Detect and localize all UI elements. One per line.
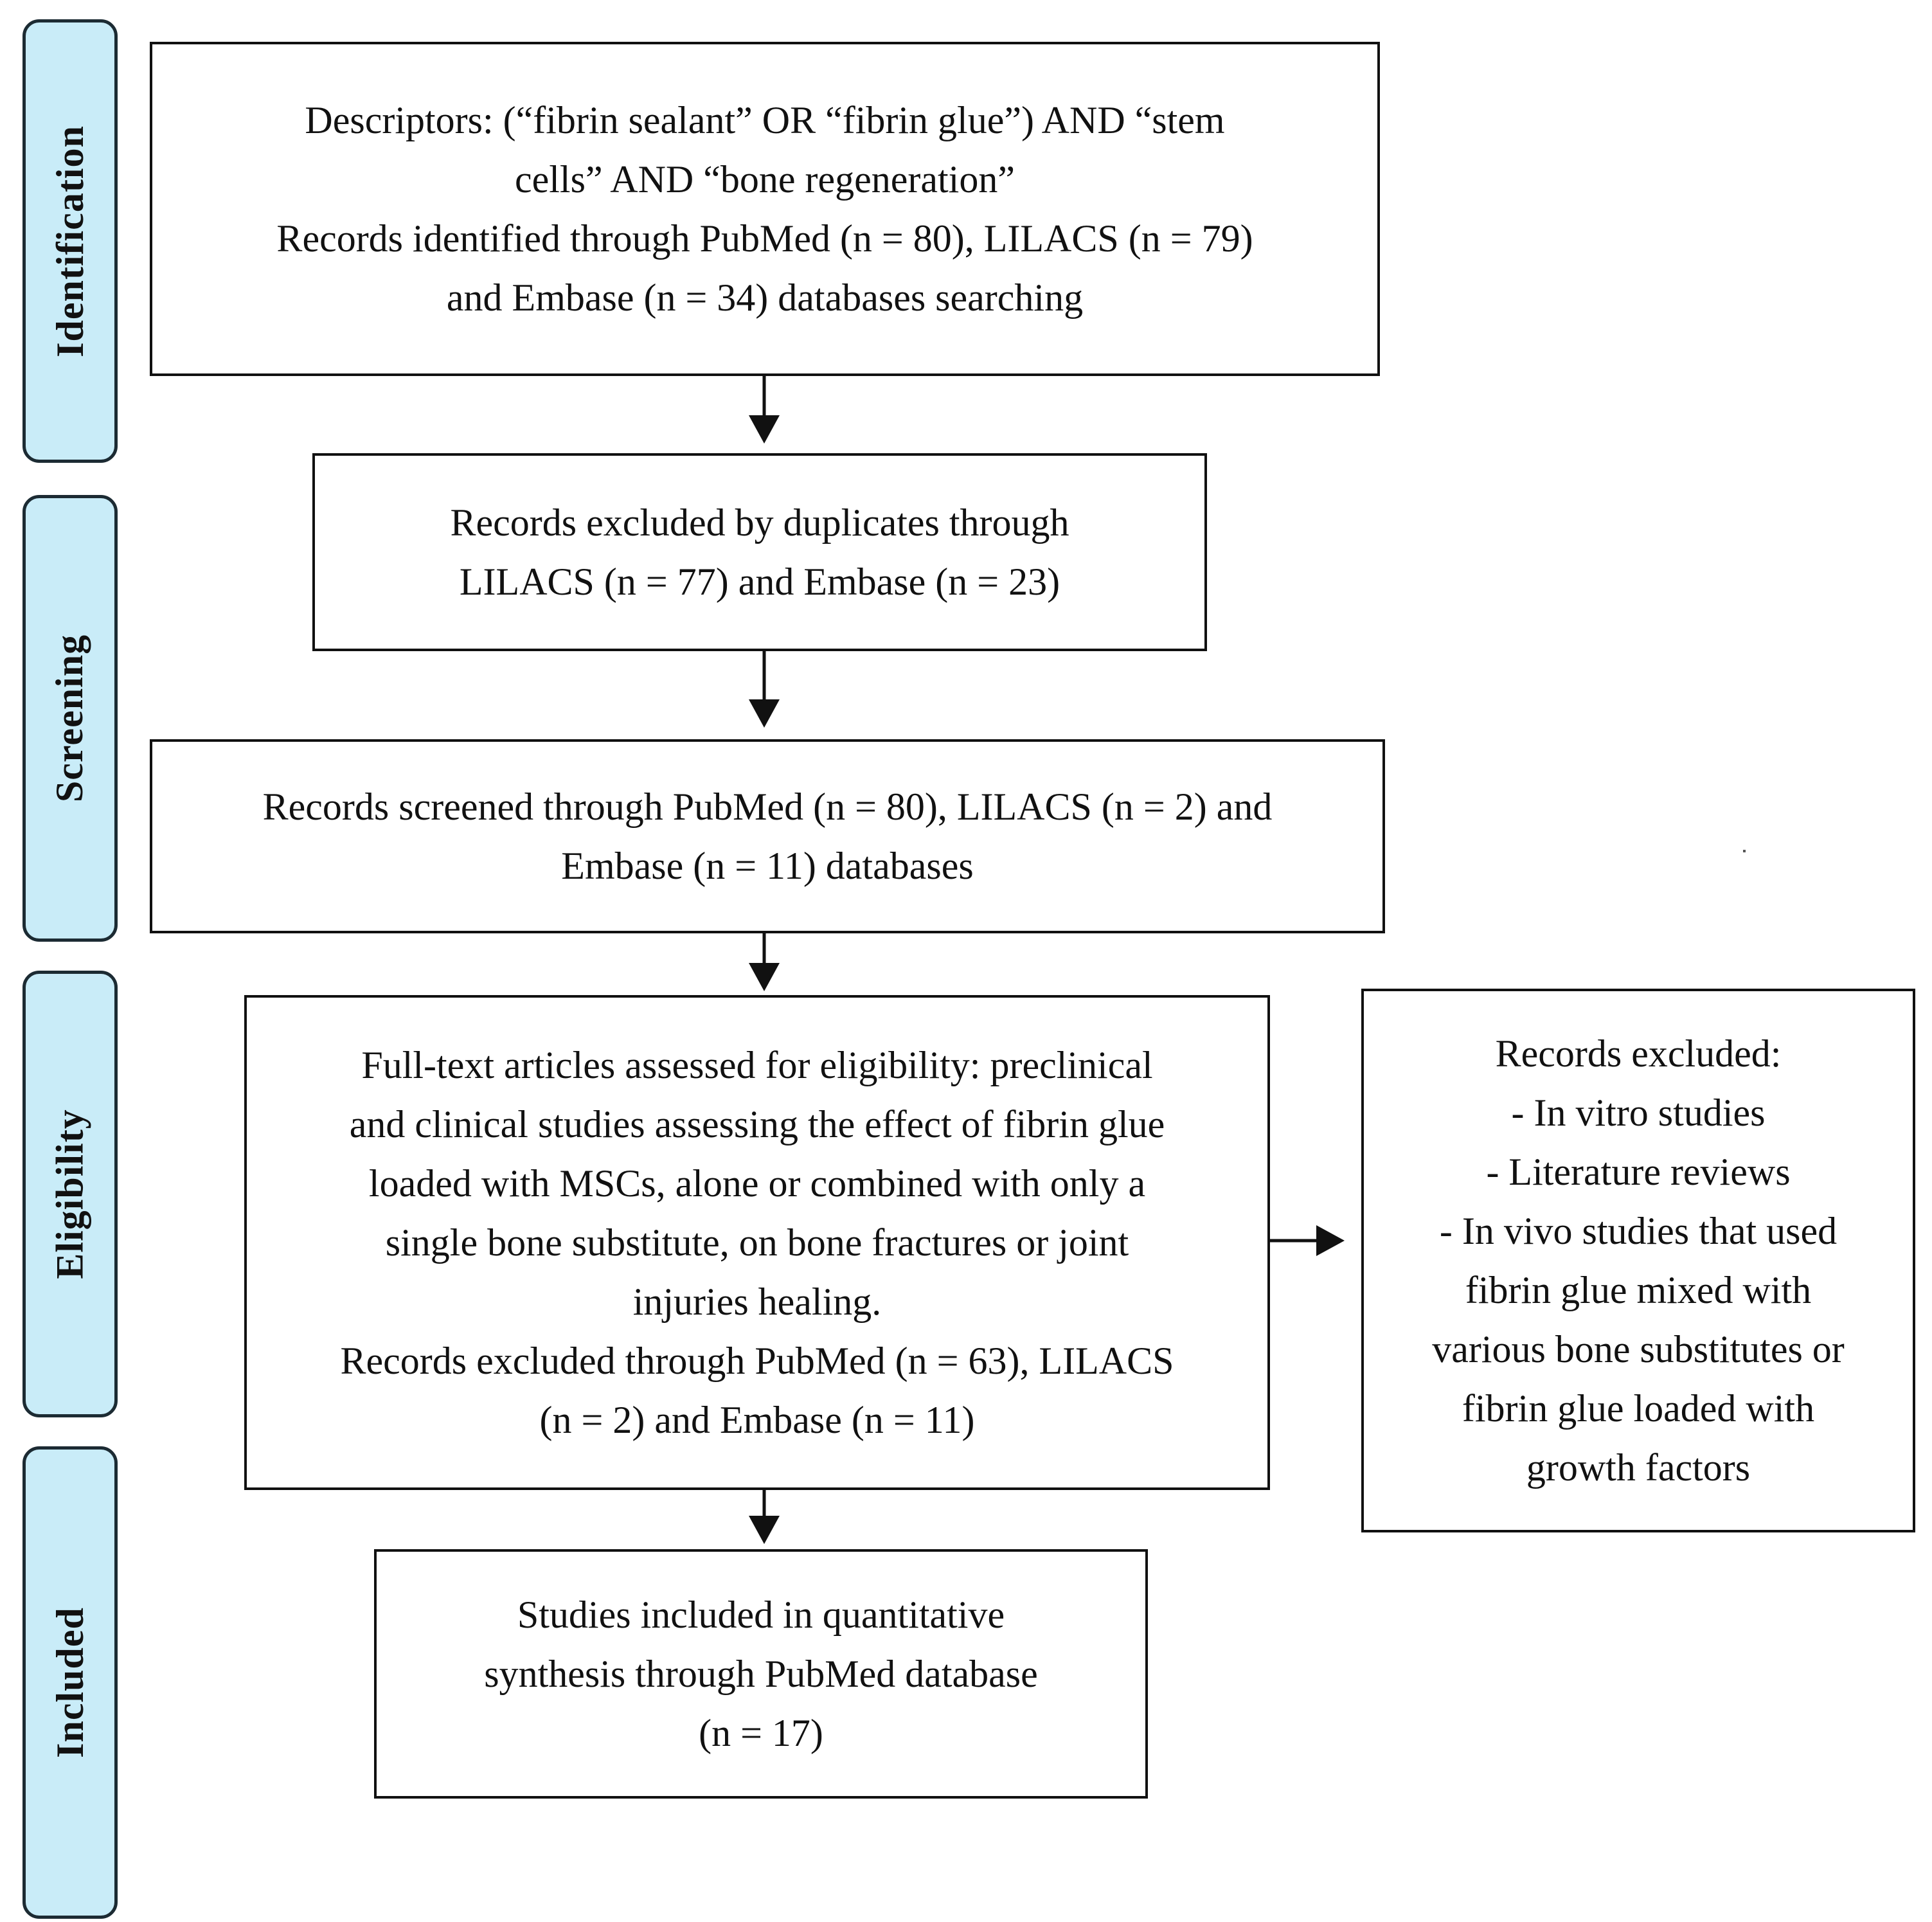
eligibility-line: Full-text articles assessed for eligibil…: [361, 1044, 1153, 1086]
eligibility-line: injuries healing.: [632, 1280, 882, 1323]
arrow-screened-to-eligibility: [749, 933, 780, 991]
stage-tab-identification: Identification: [22, 19, 118, 463]
included-line: Studies included in quantitative: [517, 1594, 1005, 1636]
stage-tab-eligibility: Eligibility: [22, 971, 118, 1417]
arrow-eligibility-to-included: [749, 1490, 780, 1544]
stage-label-included: Included: [48, 1607, 91, 1758]
arrow-duplicates-to-screened: [749, 651, 780, 728]
stage-tab-screening: Screening: [22, 495, 118, 942]
included-line: synthesis through PubMed database: [484, 1653, 1038, 1695]
excluded-line: Records excluded:: [1495, 1032, 1782, 1075]
eligibility-box: Full-text articles assessed for eligibil…: [244, 995, 1270, 1490]
excluded-line: fibrin glue loaded with: [1462, 1387, 1815, 1430]
screened-line: Records screened through PubMed (n = 80)…: [262, 786, 1273, 828]
duplicates-line: LILACS (n = 77) and Embase (n = 23): [459, 561, 1060, 603]
identification-box: Descriptors: (“fibrin sealant” OR “fibri…: [150, 42, 1380, 376]
eligibility-line: Records excluded through PubMed (n = 63)…: [340, 1340, 1174, 1382]
duplicates-box: Records excluded by duplicates through L…: [312, 453, 1207, 651]
eligibility-line: single bone substitute, on bone fracture…: [385, 1221, 1129, 1264]
stage-label-identification: Identification: [48, 125, 91, 357]
included-box: Studies included in quantitative synthes…: [374, 1549, 1148, 1799]
stray-dot: [1743, 850, 1746, 852]
identification-line: Records identified through PubMed (n = 8…: [276, 217, 1253, 260]
stage-tab-included: Included: [22, 1446, 118, 1919]
excluded-line: various bone substitutes or: [1432, 1328, 1845, 1370]
screened-box: Records screened through PubMed (n = 80)…: [150, 739, 1385, 933]
eligibility-line: loaded with MSCs, alone or combined with…: [368, 1162, 1146, 1205]
included-line: (n = 17): [699, 1712, 823, 1754]
identification-line: cells” AND “bone regeneration”: [515, 158, 1015, 201]
duplicates-line: Records excluded by duplicates through: [450, 501, 1069, 544]
excluded-line: - In vivo studies that used: [1439, 1210, 1838, 1252]
stage-label-eligibility: Eligibility: [48, 1109, 91, 1279]
eligibility-line: and clinical studies assessing the effec…: [349, 1103, 1165, 1145]
excluded-line: fibrin glue mixed with: [1465, 1269, 1812, 1311]
excluded-line: growth factors: [1526, 1446, 1751, 1489]
identification-line: and Embase (n = 34) databases searching: [446, 276, 1084, 319]
excluded-box: Records excluded: - In vitro studies - L…: [1361, 989, 1915, 1532]
excluded-line: - In vitro studies: [1511, 1091, 1766, 1134]
screened-line: Embase (n = 11) databases: [561, 845, 974, 887]
eligibility-line: (n = 2) and Embase (n = 11): [539, 1399, 975, 1441]
identification-line: Descriptors: (“fibrin sealant” OR “fibri…: [305, 99, 1225, 141]
stage-label-screening: Screening: [48, 634, 91, 803]
arrow-eligibility-to-excluded: [1270, 1225, 1345, 1256]
arrow-identification-to-duplicates: [749, 376, 780, 444]
excluded-line: - Literature reviews: [1486, 1151, 1791, 1193]
